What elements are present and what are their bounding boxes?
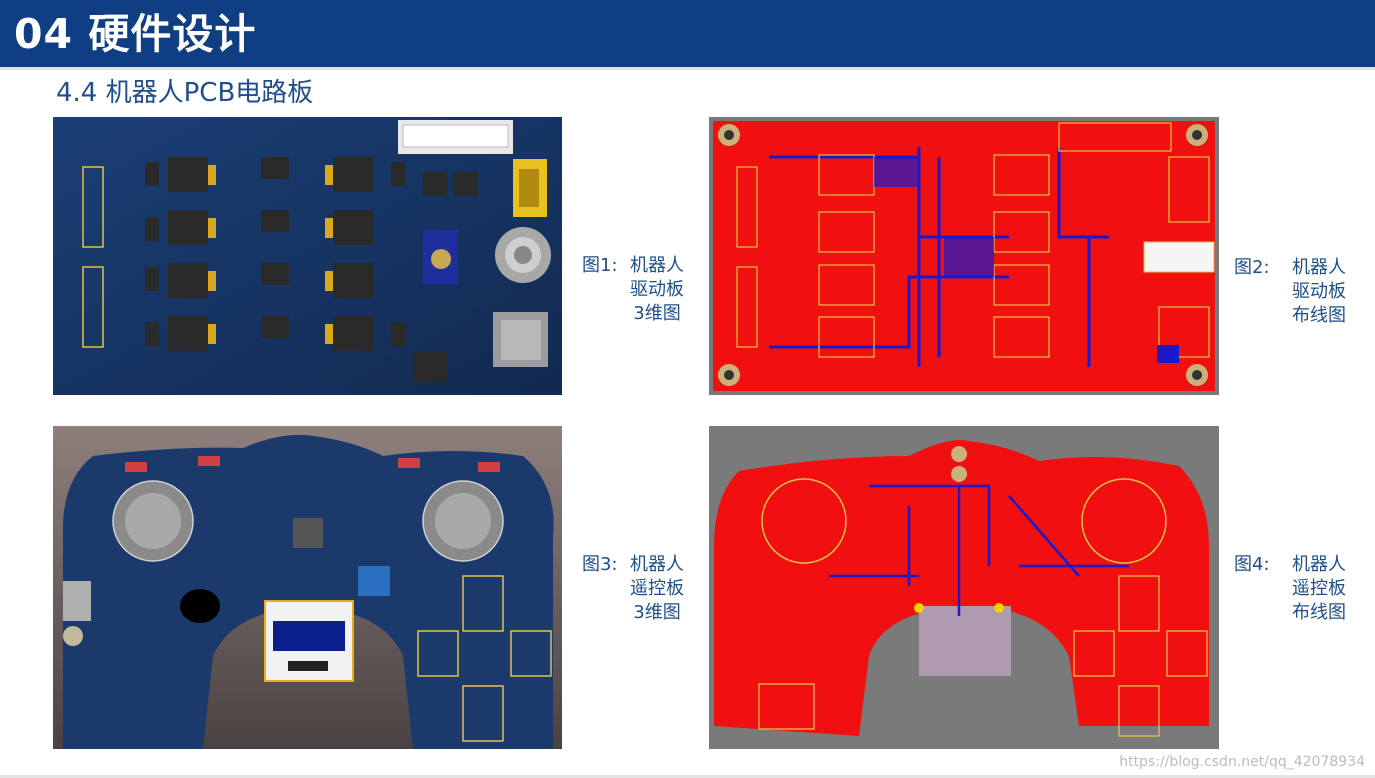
figure-1-prefix: 图1: [582,255,618,276]
figure-1-line-3: 3维图 [633,303,681,324]
figure-2-prefix: 图2: [1234,257,1270,278]
figure-3-line-1: 机器人 [630,554,684,575]
figure-2-line-1: 机器人 [1292,257,1346,278]
figure-4-caption: 图4: 机器人 遥控板 布线图 [1234,553,1354,625]
page-title: 04 硬件设计 [14,10,257,58]
section-title: 4.4 机器人PCB电路板 [56,78,314,108]
remote-board-layout-image [709,426,1219,749]
remote-board-3d-image [53,426,562,749]
figure-1-line-1: 机器人 [630,255,684,276]
figure-3-line-3: 3维图 [633,602,681,623]
figure-4-prefix: 图4: [1234,554,1270,575]
driver-board-3d-image [53,117,562,395]
figure-3-line-2: 遥控板 [630,578,684,599]
figure-4-line-3: 布线图 [1292,602,1346,623]
figure-4-line-2: 遥控板 [1292,578,1346,599]
driver-board-layout-image [709,117,1219,395]
figure-1-caption: 图1: 机器人 驱动板 3维图 [582,254,702,326]
figure-2-line-2: 驱动板 [1292,281,1346,302]
figure-1-line-2: 驱动板 [630,279,684,300]
figure-2-line-3: 布线图 [1292,305,1346,326]
banner-divider [0,67,1375,70]
figure-2-caption: 图2: 机器人 驱动板 布线图 [1234,256,1354,328]
watermark: https://blog.csdn.net/qq_42078934 [1119,754,1365,770]
figure-3-prefix: 图3: [582,554,618,575]
figure-4-line-1: 机器人 [1292,554,1346,575]
figure-3-caption: 图3: 机器人 遥控板 3维图 [582,553,702,625]
footer-divider [0,775,1375,778]
title-banner: 04 硬件设计 [0,0,1375,67]
